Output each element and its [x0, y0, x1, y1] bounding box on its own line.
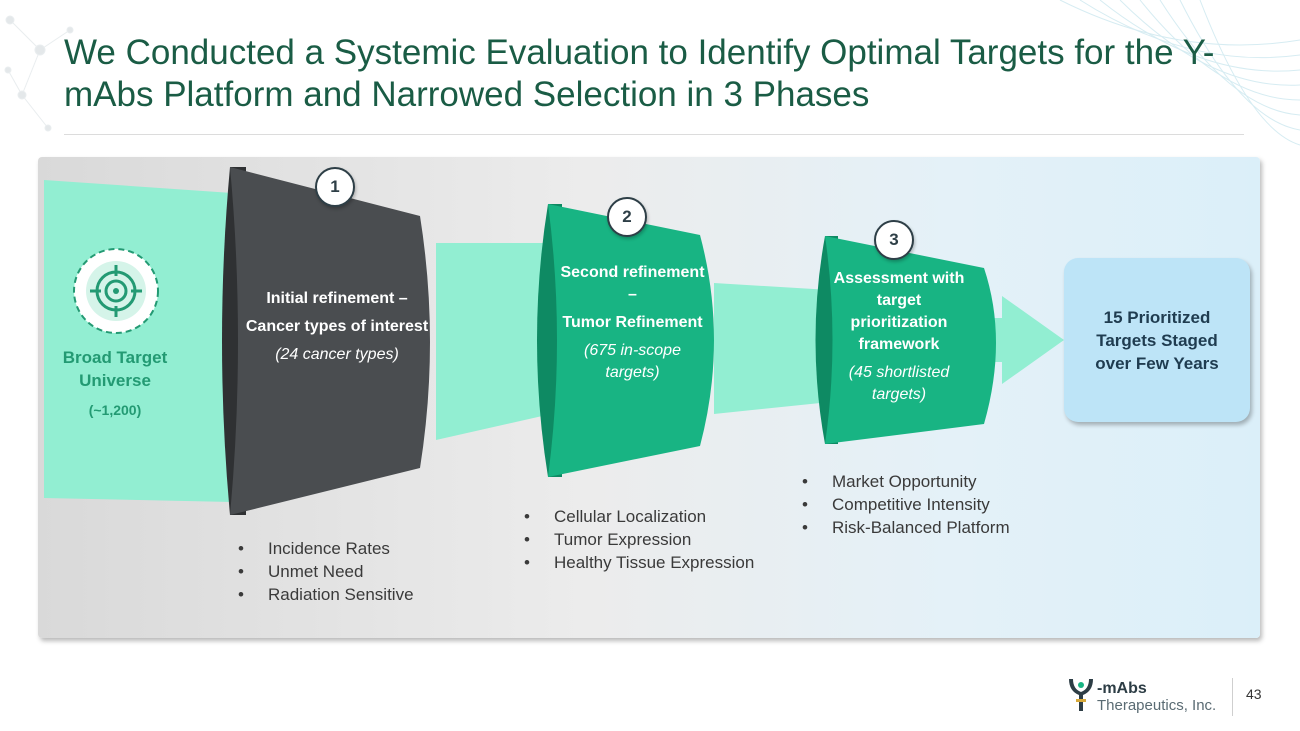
list-item: Risk-Balanced Platform: [802, 516, 1010, 539]
stage-1-badge: 1: [315, 167, 355, 207]
start-label: Broad Target Universe: [62, 348, 168, 390]
stage-1-detail: (24 cancer types): [275, 346, 399, 363]
list-item: Incidence Rates: [238, 537, 414, 560]
company-logo-icon: [1069, 679, 1093, 711]
page-title: We Conducted a Systemic Evaluation to Id…: [64, 33, 1215, 114]
stage-3-text: Assessment with target prioritization fr…: [830, 268, 968, 406]
result-label: 15 Prioritized Targets Staged over Few Y…: [1095, 307, 1219, 373]
stage-1-subheading: Cancer types of interest: [245, 318, 429, 335]
stage-2-shape: [548, 204, 714, 477]
stage-3-shape: [825, 236, 996, 444]
stage-2-heading: Second refinement –: [560, 264, 705, 303]
stage-2-subheading: Tumor Refinement: [562, 314, 703, 331]
list-item: Healthy Tissue Expression: [524, 551, 754, 574]
company-logo-name: -mAbs: [1097, 680, 1147, 697]
stage-2-badge: 2: [607, 197, 647, 237]
list-item: Tumor Expression: [524, 528, 754, 551]
stage-3-badge: 3: [874, 220, 914, 260]
title-divider: [64, 134, 1244, 135]
flow-band-2-3: [714, 283, 830, 414]
flow-band-start: [44, 180, 232, 502]
list-item: Cellular Localization: [524, 505, 754, 528]
page-number: 43: [1246, 686, 1262, 702]
list-item: Radiation Sensitive: [238, 583, 414, 606]
stage-2-criteria: Cellular Localization Tumor Expression H…: [524, 505, 754, 574]
result-box: 15 Prioritized Targets Staged over Few Y…: [1064, 258, 1250, 422]
stage-3-heading: Assessment with target prioritization fr…: [833, 270, 965, 353]
stage-1-text: Initial refinement – Cancer types of int…: [242, 288, 432, 366]
flow-band-1-2: [436, 243, 560, 440]
list-item: Market Opportunity: [802, 470, 1010, 493]
stage-2-detail: (675 in-scope targets): [584, 342, 681, 381]
footer-divider: [1232, 678, 1233, 716]
stage-1-heading: Initial refinement –: [266, 290, 408, 307]
list-item: Unmet Need: [238, 560, 414, 583]
stage-2-text: Second refinement – Tumor Refinement (67…: [560, 262, 705, 384]
stage-1-criteria: Incidence Rates Unmet Need Radiation Sen…: [238, 537, 414, 606]
stage-1-shape: [230, 167, 430, 515]
list-item: Competitive Intensity: [802, 493, 1010, 516]
stage-3-criteria: Market Opportunity Competitive Intensity…: [802, 470, 1010, 539]
stage-3-detail: (45 shortlisted targets): [848, 364, 950, 403]
company-logo-subtitle: Therapeutics, Inc.: [1097, 697, 1217, 714]
target-icon: [73, 248, 159, 334]
start-count: (~1,200): [88, 402, 142, 418]
